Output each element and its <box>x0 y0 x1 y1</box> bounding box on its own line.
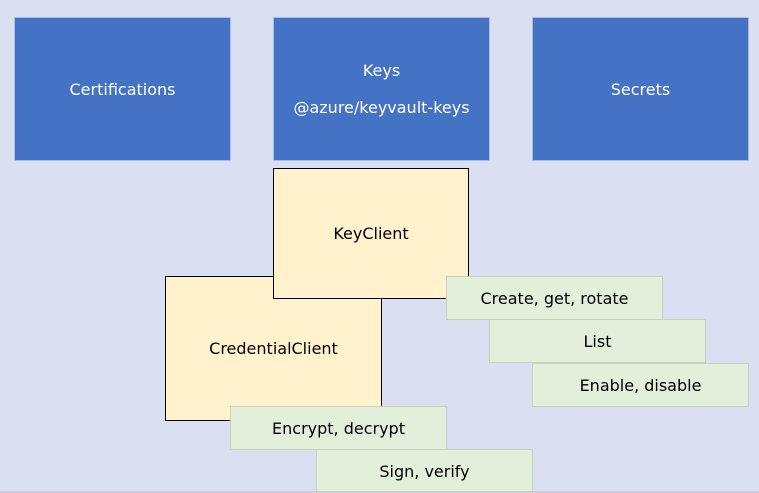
keys-box: Keys @azure/keyvault-keys <box>273 17 490 161</box>
create-get-rotate-box: Create, get, rotate <box>446 276 663 320</box>
keys-package-label: @azure/keyvault-keys <box>293 98 470 117</box>
key-client-box: KeyClient <box>273 168 469 299</box>
certifications-label: Certifications <box>69 79 176 99</box>
enable-disable-box: Enable, disable <box>532 363 749 407</box>
keys-title: Keys <box>362 61 401 80</box>
sign-verify-box: Sign, verify <box>316 449 533 493</box>
list-box: List <box>489 319 706 363</box>
key-client-label: KeyClient <box>333 224 409 243</box>
bottom-border <box>0 491 759 493</box>
encrypt-decrypt-box: Encrypt, decrypt <box>230 406 447 450</box>
sign-verify-label: Sign, verify <box>379 461 470 481</box>
encrypt-decrypt-label: Encrypt, decrypt <box>272 418 405 438</box>
certifications-box: Certifications <box>14 17 231 161</box>
secrets-label: Secrets <box>610 79 671 99</box>
credential-client-box: CredentialClient <box>165 276 382 421</box>
list-label: List <box>583 331 612 351</box>
secrets-box: Secrets <box>532 17 749 161</box>
credential-client-label: CredentialClient <box>209 339 338 358</box>
enable-disable-label: Enable, disable <box>579 375 702 395</box>
create-get-rotate-label: Create, get, rotate <box>480 288 629 308</box>
